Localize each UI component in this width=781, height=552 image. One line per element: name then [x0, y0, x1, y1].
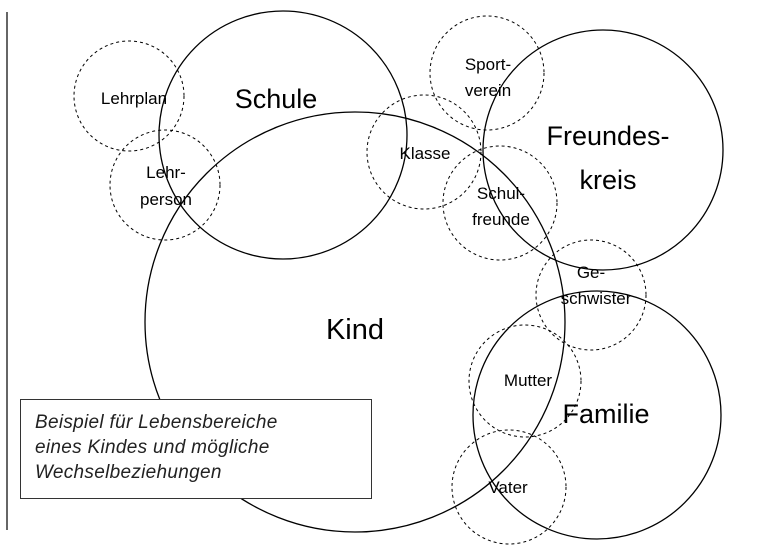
familie-label: Familie	[562, 399, 649, 429]
freundeskreis-label-line2: kreis	[579, 165, 636, 195]
schulfreunde-label-line1: Schul-	[477, 184, 525, 203]
caption-line-3: Wechselbeziehungen	[35, 462, 222, 483]
lehrplan-circle	[73, 40, 185, 152]
klasse-label: Klasse	[399, 144, 450, 163]
vater-circle	[451, 429, 567, 545]
kind-circle	[144, 111, 566, 533]
schule-label: Schule	[235, 84, 318, 114]
schule-circle	[158, 10, 408, 260]
sportverein-label-line1: Sport-	[465, 55, 511, 74]
schulfreunde-label-line2: freunde	[472, 210, 530, 229]
sportverein-circle	[429, 15, 545, 131]
familie-circle	[472, 290, 722, 540]
freundeskreis-label-line1: Freundes-	[546, 121, 669, 151]
lehrperson-label-line2: person	[140, 190, 192, 209]
mutter-label: Mutter	[504, 371, 553, 390]
caption-line-1: Beispiel für Lebensbereiche	[35, 412, 278, 433]
caption-line-2: eines Kindes und mögliche	[35, 437, 270, 458]
klasse-circle	[366, 94, 482, 210]
caption-box: Beispiel für Lebensbereiche eines Kindes…	[20, 399, 372, 499]
kind-label: Kind	[326, 314, 384, 346]
lehrperson-circle	[109, 129, 221, 241]
schulfreunde-circle	[442, 145, 558, 261]
vater-label: Vater	[488, 478, 528, 497]
lehrperson-label-line1: Lehr-	[146, 163, 186, 182]
sportverein-label-line2: verein	[465, 81, 511, 100]
geschwister-circle	[535, 239, 647, 351]
mutter-circle	[468, 324, 582, 438]
lehrplan-label: Lehrplan	[101, 89, 167, 108]
geschwister-label-line1: Ge-	[577, 263, 605, 282]
geschwister-label-line2: schwister	[561, 289, 632, 308]
freundeskreis-circle	[482, 29, 724, 271]
